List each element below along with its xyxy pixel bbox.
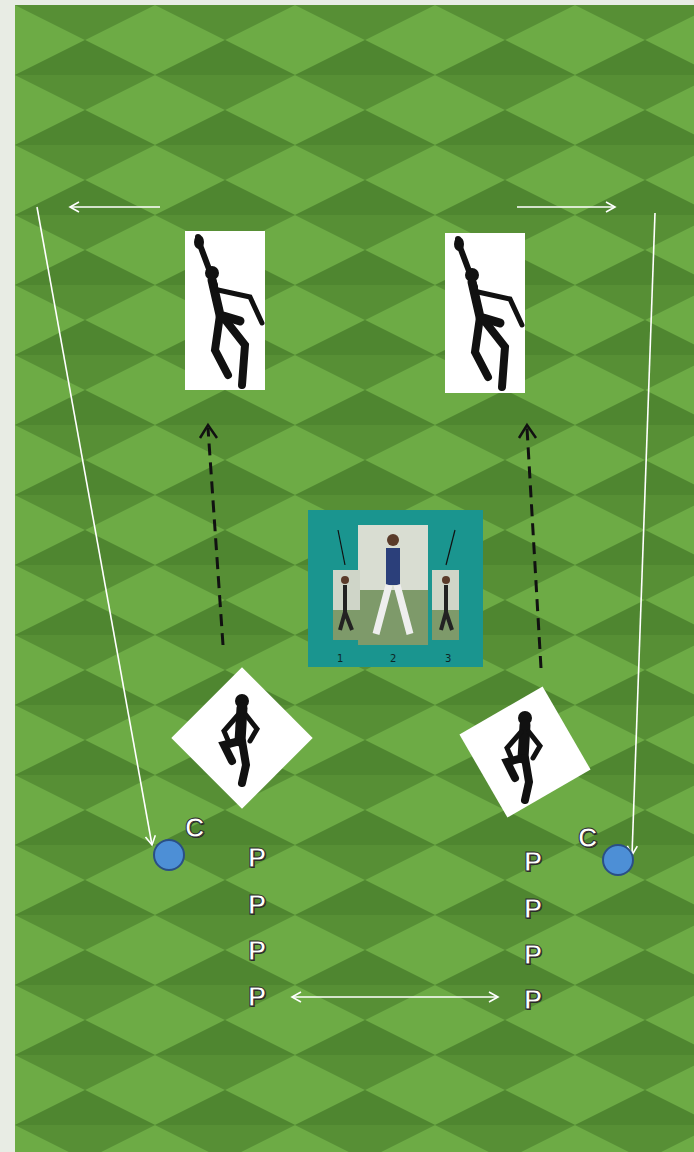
catcher-label: C	[578, 825, 598, 852]
pitcher-label: P	[524, 987, 542, 1014]
pitcher-label: P	[524, 849, 542, 876]
pitcher-label: P	[248, 845, 266, 872]
catcher-label: C	[185, 815, 205, 842]
photo-number: 2	[390, 654, 396, 664]
pitcher-label: P	[524, 942, 542, 969]
pitcher-label: P	[248, 892, 266, 919]
pitcher-label: P	[248, 984, 266, 1011]
pitcher-label: P	[248, 938, 266, 965]
photo-number: 1	[337, 654, 343, 664]
pitcher-label: P	[524, 896, 542, 923]
photo-number: 3	[445, 654, 451, 664]
